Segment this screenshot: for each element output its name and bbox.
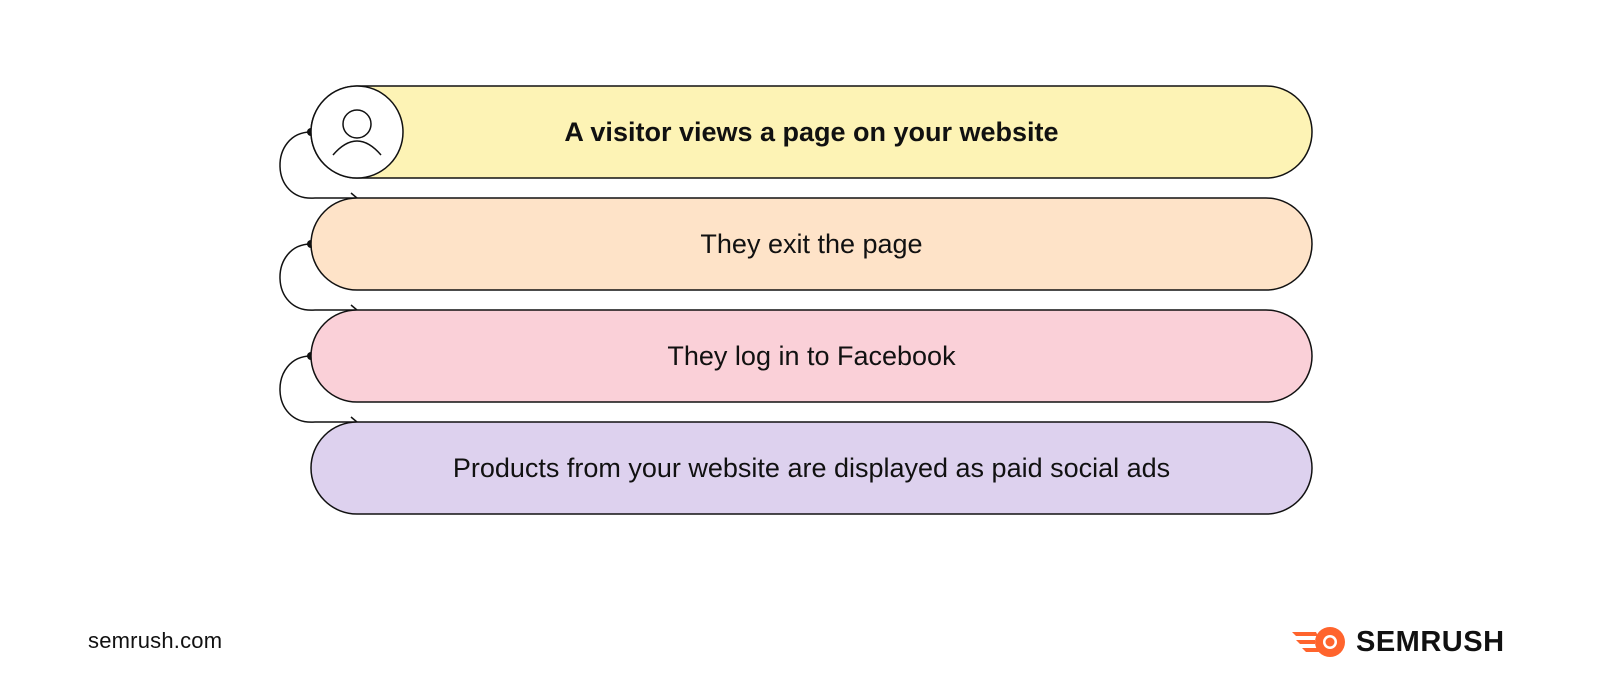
flow-step-label: They log in to Facebook [667, 341, 956, 371]
flow-step-1: A visitor views a page on your website [310, 85, 1313, 179]
connector-line [279, 131, 355, 199]
flow-step-pill [310, 309, 1313, 403]
flow-step-3: They log in to Facebook [310, 309, 1313, 403]
flow-step-label: They exit the page [700, 229, 922, 259]
connector-line [279, 243, 355, 311]
semrush-logo-icon [1292, 627, 1345, 657]
footer-domain: semrush.com [88, 628, 223, 653]
flow-step-4: Products from your website are displayed… [310, 421, 1313, 515]
brand-logo: SEMRUSH [1290, 624, 1505, 660]
flow-step-label: A visitor views a page on your website [564, 117, 1058, 147]
user-icon [310, 85, 404, 179]
flow-step-2: They exit the page [310, 197, 1313, 291]
brand-name: SEMRUSH [1356, 625, 1505, 658]
flow-steps: A visitor views a page on your websiteTh… [310, 85, 1313, 515]
flow-step-label: Products from your website are displayed… [453, 453, 1170, 483]
flow-step-pill [310, 197, 1313, 291]
connector-line [279, 355, 355, 423]
flow-step-pill [310, 421, 1313, 515]
